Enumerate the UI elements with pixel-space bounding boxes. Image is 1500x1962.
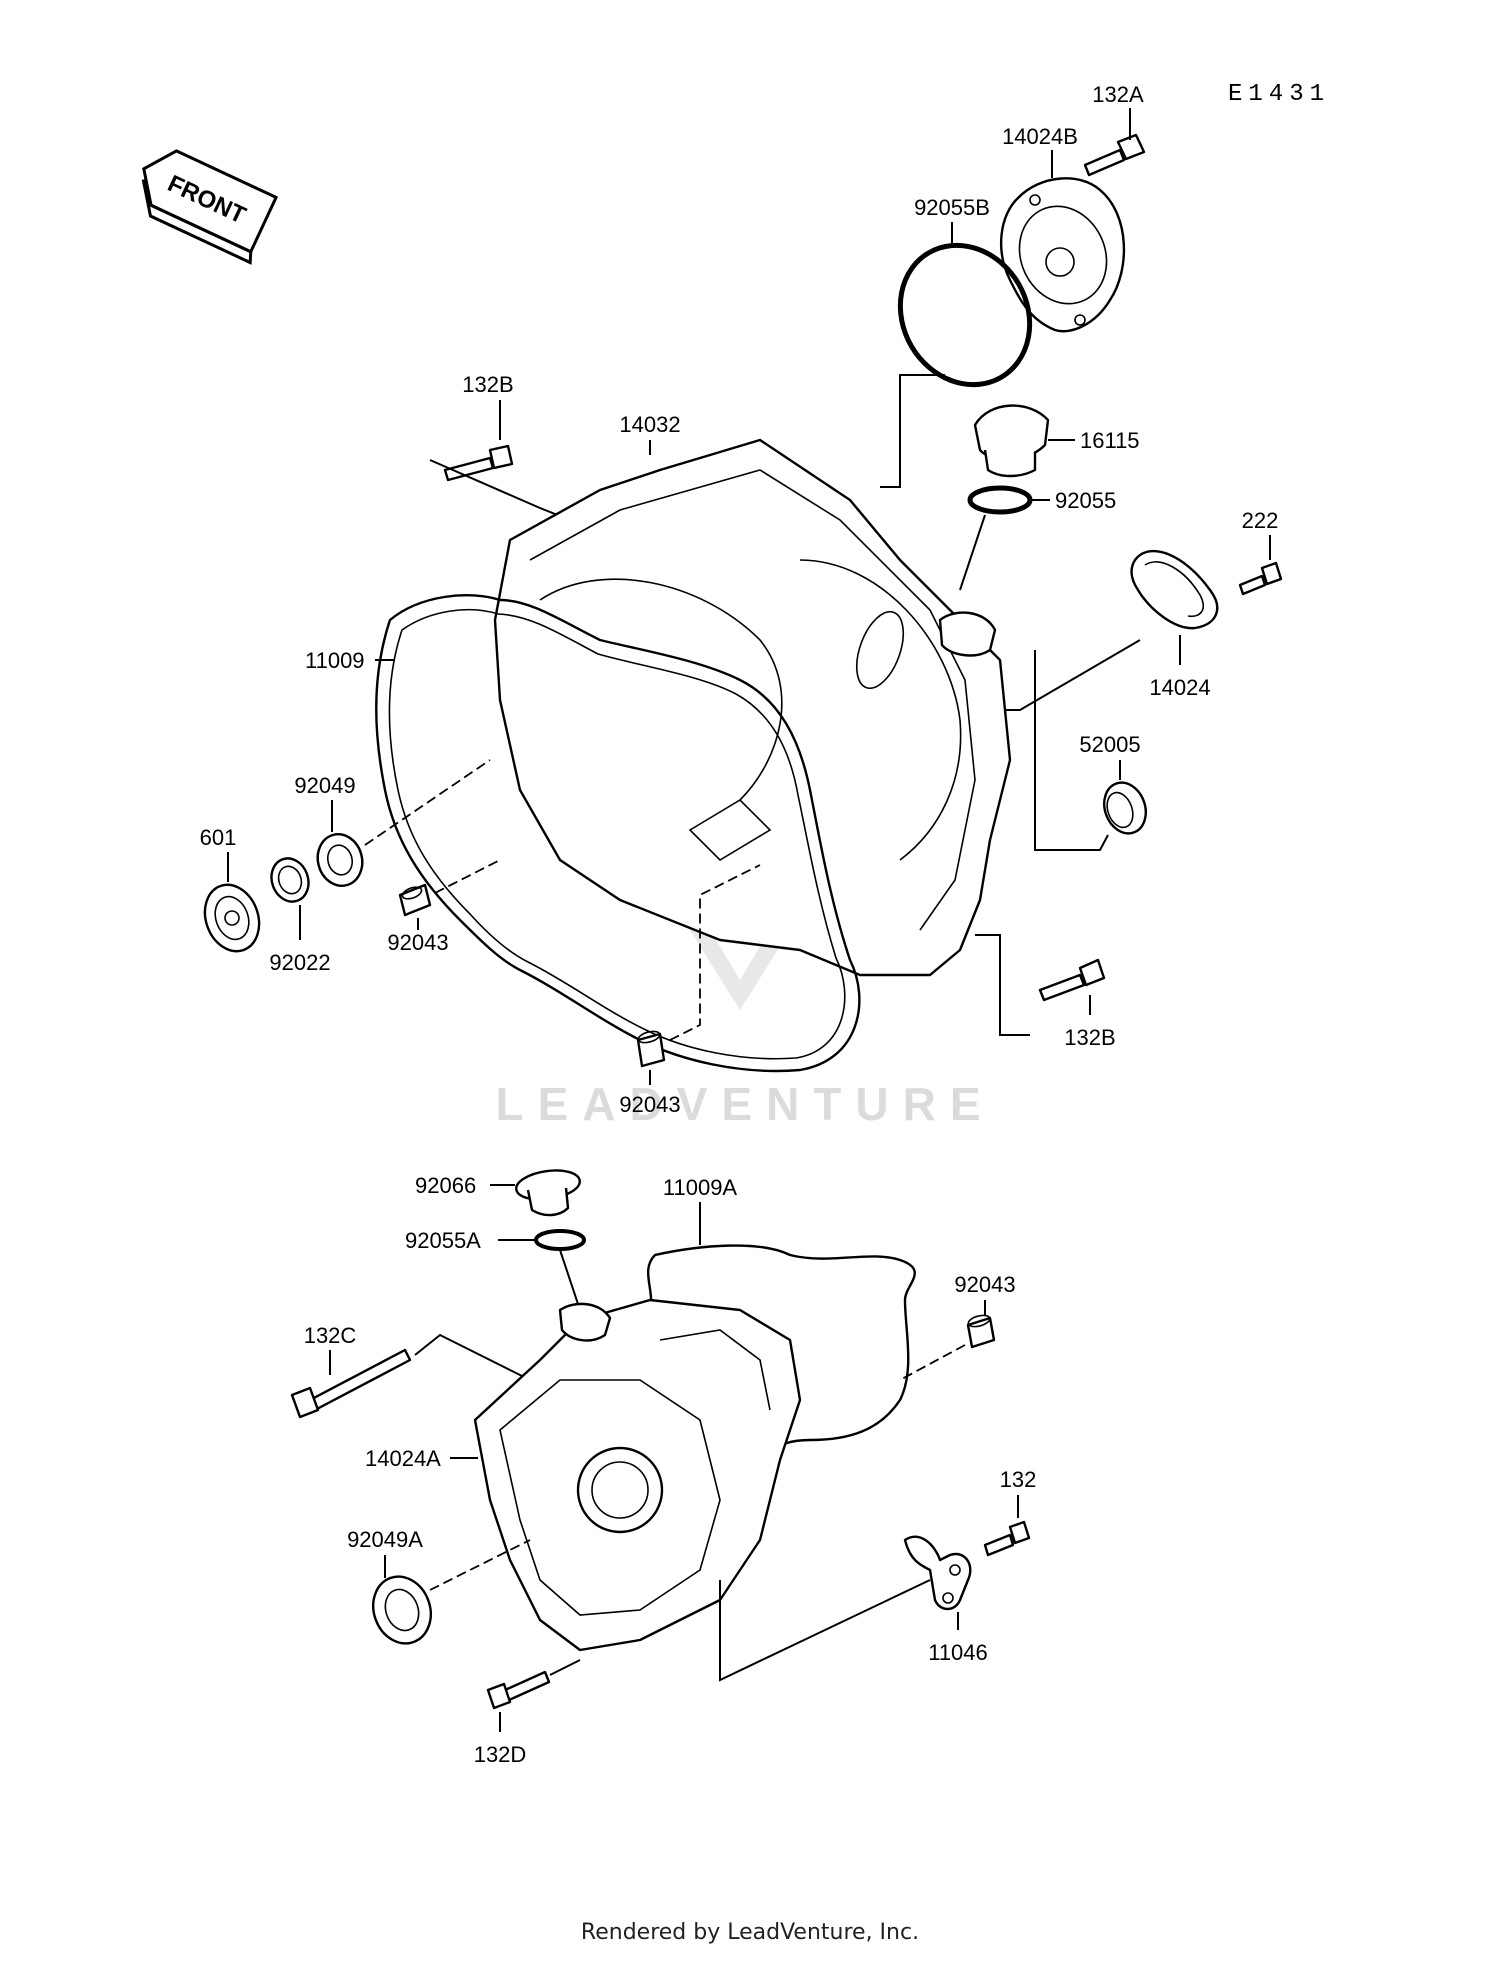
- gasket-11009: [375, 594, 861, 1073]
- cover-14024: [1130, 549, 1219, 630]
- label-92055b: 92055B: [914, 195, 990, 220]
- label-92066: 92066: [415, 1173, 476, 1198]
- label-16115: 16115: [1080, 428, 1140, 453]
- label-222: 222: [1242, 508, 1279, 533]
- bracket-11046: [903, 1535, 972, 1611]
- bolt-132c: [290, 1348, 412, 1419]
- label-92055: 92055: [1055, 488, 1116, 513]
- dowel-92043-c: [966, 1314, 996, 1349]
- watermark-text: LEADVENTURE: [495, 1078, 994, 1130]
- label-92043-b: 92043: [619, 1092, 680, 1117]
- front-arrow-icon: FRONT: [141, 149, 279, 265]
- plug-92066: [515, 1169, 581, 1217]
- label-52005: 52005: [1079, 732, 1140, 757]
- label-132b-top: 132B: [462, 372, 513, 397]
- label-132d: 132D: [474, 1742, 527, 1767]
- label-11009a: 11009A: [663, 1175, 738, 1200]
- bearing-601: [203, 883, 261, 953]
- label-11009: 11009: [305, 648, 365, 673]
- housing-14024a: [473, 1298, 802, 1652]
- label-132c: 132C: [304, 1323, 357, 1348]
- plug-52005: [1103, 781, 1147, 835]
- label-14024a: 14024A: [365, 1446, 441, 1471]
- label-132: 132: [1000, 1467, 1037, 1492]
- seal-92049: [316, 833, 364, 887]
- leadventure-watermark: LEADVENTURE: [495, 930, 994, 1130]
- cap-16115: [973, 404, 1050, 478]
- label-601: 601: [200, 825, 237, 850]
- seal-92049a: [372, 1575, 432, 1645]
- label-92049a: 92049A: [347, 1527, 423, 1552]
- label-14032: 14032: [619, 412, 680, 437]
- o-ring-92055a: [534, 1229, 586, 1251]
- washer-92022: [270, 857, 310, 903]
- bolt-132d: [486, 1670, 551, 1710]
- bolt-132b-top: [443, 444, 514, 482]
- label-132b-bottom: 132B: [1064, 1025, 1115, 1050]
- label-92055a: 92055A: [405, 1228, 481, 1253]
- bolt-132a: [1083, 133, 1146, 177]
- bolt-222: [1238, 561, 1283, 596]
- cover-14024b: [999, 177, 1126, 333]
- label-132a: 132A: [1092, 82, 1144, 107]
- footer-credit: Rendered by LeadVenture, Inc.: [580, 1920, 920, 1945]
- o-ring-92055b: [897, 242, 1033, 388]
- o-ring-92055: [967, 485, 1033, 515]
- label-11046: 11046: [928, 1640, 988, 1665]
- diagram-code: E1431: [1228, 81, 1330, 108]
- dowel-92043-a: [398, 883, 432, 917]
- label-92049: 92049: [294, 773, 355, 798]
- crankcase-cover-14032: [493, 438, 1012, 977]
- bolt-132b-bottom: [1038, 958, 1106, 1002]
- label-92043-c: 92043: [954, 1272, 1015, 1297]
- label-92022: 92022: [269, 950, 330, 975]
- bolt-132: [983, 1520, 1031, 1557]
- label-14024b: 14024B: [1002, 124, 1078, 149]
- dowel-92043-b: [636, 1030, 666, 1068]
- label-14024: 14024: [1149, 675, 1210, 700]
- label-92043-a: 92043: [387, 930, 448, 955]
